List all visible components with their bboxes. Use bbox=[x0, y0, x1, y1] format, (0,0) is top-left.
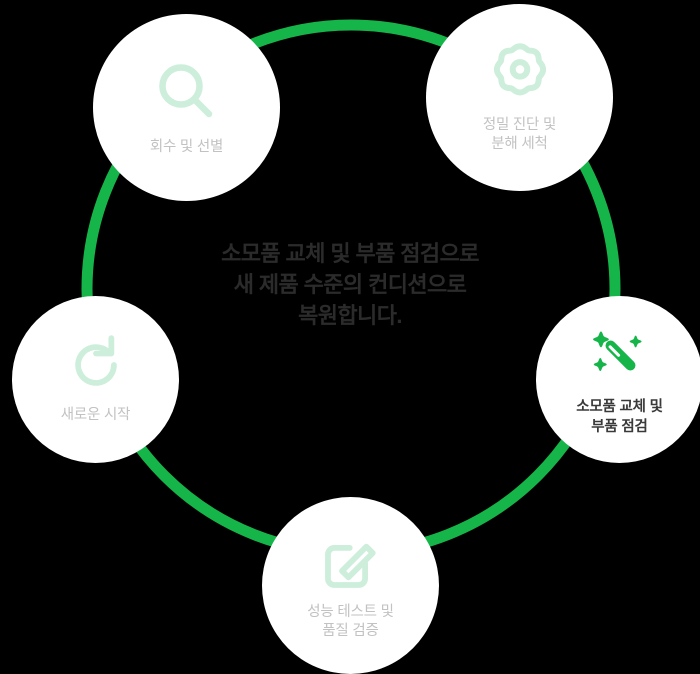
process-node-label: 소모품 교체 및 부품 점검 bbox=[576, 399, 663, 435]
magic-wand-icon bbox=[586, 322, 654, 390]
edit-square-icon bbox=[319, 530, 383, 594]
process-node-parts[interactable]: 소모품 교체 및 부품 점검 bbox=[536, 296, 700, 463]
refresh-icon bbox=[64, 333, 128, 397]
process-node-recovery[interactable]: 회수 및 선별 bbox=[93, 14, 280, 201]
center-description: 소모품 교체 및 부품 점검으로 새 제품 수준의 컨디션으로 복원합니다. bbox=[221, 241, 479, 329]
process-node-testing[interactable]: 성능 테스트 및 품질 검증 bbox=[262, 497, 439, 674]
process-node-label: 성능 테스트 및 품질 검증 bbox=[307, 603, 394, 639]
process-node-restart[interactable]: 새로운 시작 bbox=[12, 296, 179, 463]
process-node-label: 정밀 진단 및 분해 세척 bbox=[482, 116, 557, 152]
search-icon bbox=[152, 58, 222, 128]
gear-icon bbox=[487, 41, 553, 107]
process-node-label: 회수 및 선별 bbox=[149, 138, 224, 155]
process-node-diagnosis[interactable]: 정밀 진단 및 분해 세척 bbox=[426, 4, 613, 191]
process-node-label: 새로운 시작 bbox=[60, 407, 131, 424]
